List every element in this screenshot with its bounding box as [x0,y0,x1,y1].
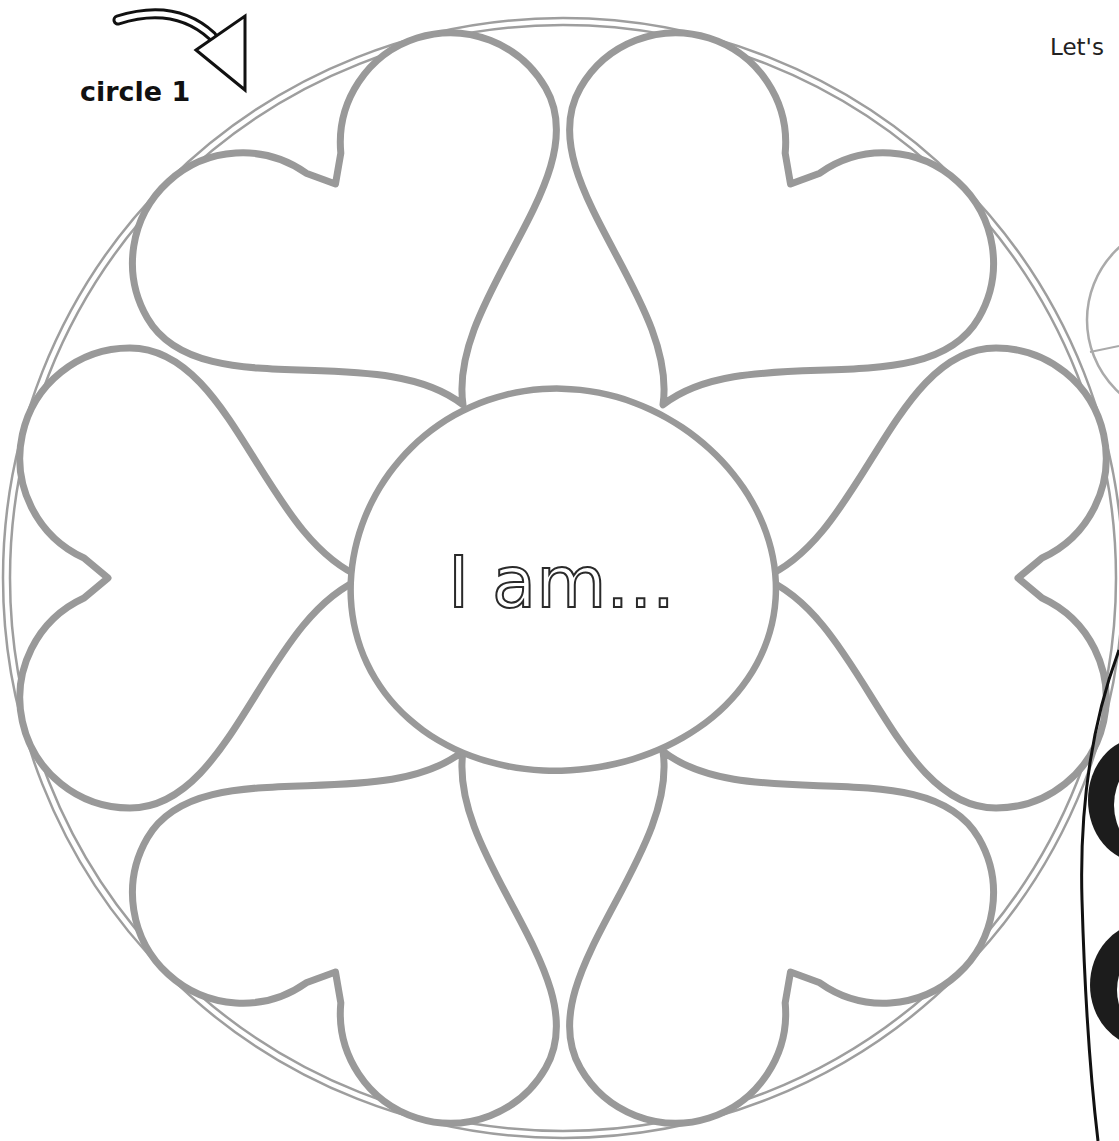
heart-petal [763,348,1106,808]
petals [20,0,1106,1141]
center-oval: I am... [345,387,778,777]
arrow-shaft [118,14,212,36]
heading-fragment: Let's [1050,34,1104,60]
next-circle-edge [1082,222,1119,1141]
partial-blob-hole [1114,759,1119,851]
arrow-head [196,16,245,90]
prompt-text: I am... [448,541,675,624]
circle-number: circle 1 [80,76,190,107]
partial-blob-hole [1117,944,1119,1036]
partial-line [1090,346,1119,352]
arrow-shaft-fill [118,14,212,36]
oval-shape [351,389,776,771]
partial-ring [1082,650,1119,1141]
heart-petal [20,348,363,808]
partial-blob [1088,738,1119,862]
partial-circle [1087,222,1119,418]
partial-blob [1090,923,1119,1047]
